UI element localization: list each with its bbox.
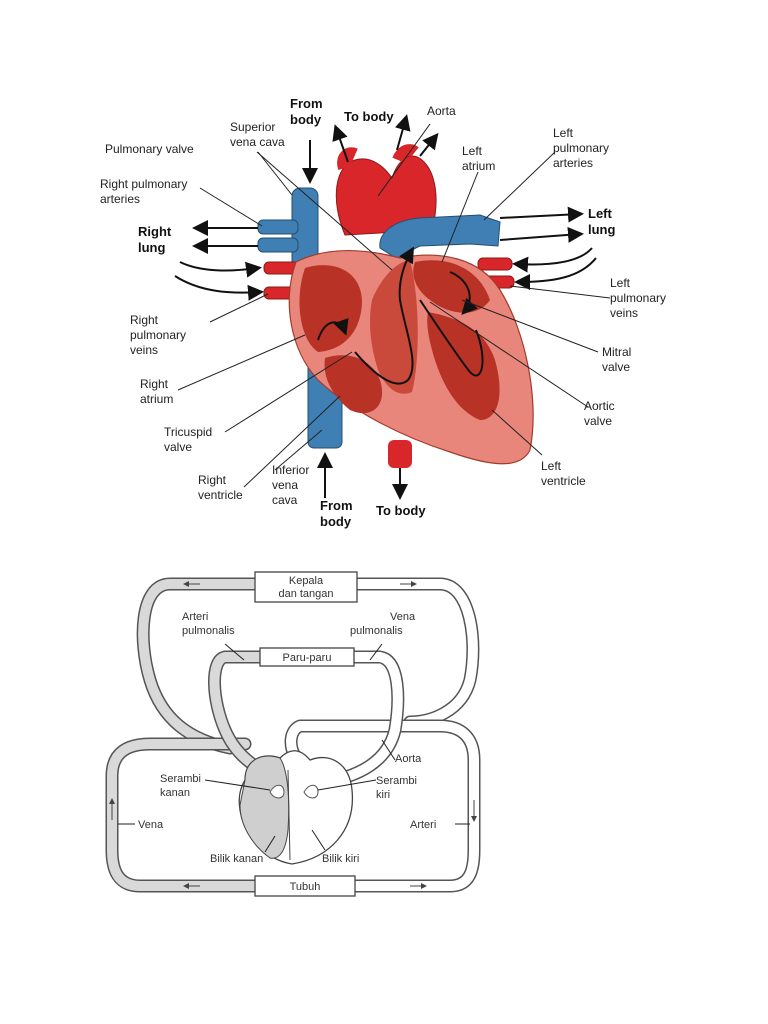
box-tubuh-label: Tubuh: [290, 881, 321, 893]
label-bilik-kanan: Bilik kanan: [210, 853, 263, 865]
label-to-body-bottom: To body: [376, 503, 426, 518]
label-aorta-circ: Aorta: [395, 753, 422, 765]
label-to-body-top: To body: [344, 109, 394, 124]
box-tubuh: [254, 875, 356, 897]
descending-aorta: [388, 440, 412, 468]
right-ventricle-chamber: [324, 355, 383, 414]
box-paru-label: Paru-paru: [283, 652, 332, 664]
box-paru: [259, 647, 355, 667]
label-pulmonary-valve: Pulmonary valve: [105, 142, 194, 156]
label-aorta: Aorta: [427, 104, 456, 118]
label-bilik-kiri: Bilik kiri: [322, 853, 359, 865]
box-kepala: [254, 571, 358, 603]
label-vena: Vena: [138, 819, 164, 831]
label-arteri: Arteri: [410, 819, 436, 831]
aorta-vessel: [335, 155, 437, 236]
left-pulmonary-vein: [477, 257, 513, 271]
